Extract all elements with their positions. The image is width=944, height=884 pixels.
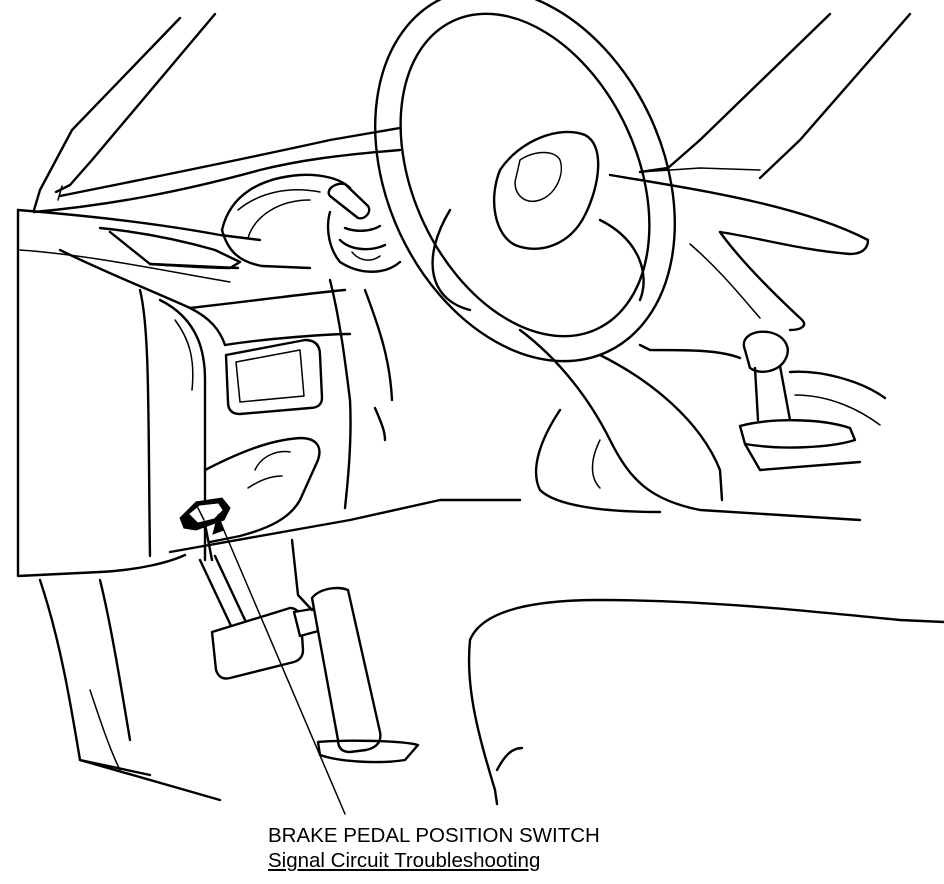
passenger-seat — [467, 598, 944, 806]
left-vent-area — [16, 208, 262, 283]
dash-switch — [224, 338, 324, 416]
accelerator-pedal — [290, 538, 420, 764]
floor — [38, 578, 222, 802]
dashboard — [32, 126, 870, 332]
center-console — [518, 328, 862, 522]
right-pillar — [638, 12, 912, 180]
steering-column — [326, 182, 402, 510]
component-title: BRAKE PEDAL POSITION SWITCH — [268, 824, 600, 847]
knee-cover — [168, 436, 522, 554]
troubleshooting-link[interactable]: Signal Circuit Troubleshooting — [268, 849, 541, 872]
steering-wheel — [374, 0, 676, 363]
gear-shift — [738, 330, 887, 472]
leader-arrow — [212, 513, 346, 815]
a-pillar — [32, 12, 217, 212]
